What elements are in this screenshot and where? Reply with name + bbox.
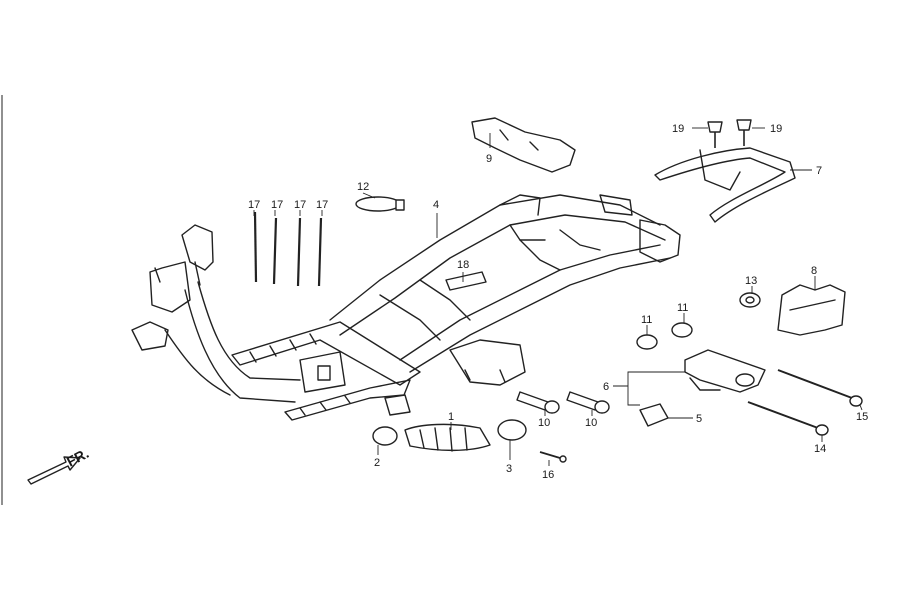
callout-19b: 19 xyxy=(770,123,782,135)
callout-16: 16 xyxy=(542,469,554,481)
callout-17a: 17 xyxy=(248,199,260,211)
callout-10b: 10 xyxy=(585,417,597,429)
callout-18: 18 xyxy=(457,259,469,271)
callout-5: 5 xyxy=(696,413,702,425)
part-7-rear-carrier xyxy=(654,147,796,223)
callout-17b: 17 xyxy=(271,199,283,211)
callout-15: 15 xyxy=(856,411,868,423)
callout-7: 7 xyxy=(816,165,822,177)
part-14-15-long-bolts xyxy=(747,369,863,436)
part-6-hanger-link xyxy=(684,349,766,393)
callout-11a: 11 xyxy=(641,314,652,326)
part-12-clamp xyxy=(355,196,405,212)
leader-lines xyxy=(253,127,863,466)
main-frame xyxy=(131,194,681,421)
callout-17c: 17 xyxy=(294,199,306,211)
part-11-bushings xyxy=(636,322,693,350)
part-13-grommet xyxy=(739,292,761,308)
part-2-3-clamps xyxy=(372,419,527,446)
part-19-bolts xyxy=(707,119,752,148)
callout-11b: 11 xyxy=(677,302,688,314)
part-1-boot xyxy=(404,423,491,452)
part-10-pivot-pins xyxy=(516,391,610,414)
callout-8: 8 xyxy=(811,265,817,277)
front-direction-arrow: FR. xyxy=(27,445,91,485)
part-18-plate xyxy=(445,271,487,291)
callout-6: 6 xyxy=(603,381,609,393)
callouts: 9 4 12 17 17 17 17 18 19 19 7 8 13 11 11… xyxy=(248,123,868,481)
part-17-rods xyxy=(253,211,323,287)
callout-4: 4 xyxy=(433,199,439,211)
callout-17d: 17 xyxy=(316,199,328,211)
callout-14: 14 xyxy=(814,443,826,455)
part-9-bracket xyxy=(471,117,576,173)
part-8-insulator xyxy=(777,284,846,336)
part-16-bolt xyxy=(539,451,567,463)
callout-10a: 10 xyxy=(538,417,550,429)
callout-1: 1 xyxy=(448,411,454,423)
callout-12: 12 xyxy=(357,181,369,193)
callout-13: 13 xyxy=(745,275,757,287)
part-5-damper xyxy=(639,403,669,427)
callout-3: 3 xyxy=(506,463,512,475)
callout-19a: 19 xyxy=(672,123,684,135)
callout-9: 9 xyxy=(486,153,492,165)
callout-2: 2 xyxy=(374,457,380,469)
